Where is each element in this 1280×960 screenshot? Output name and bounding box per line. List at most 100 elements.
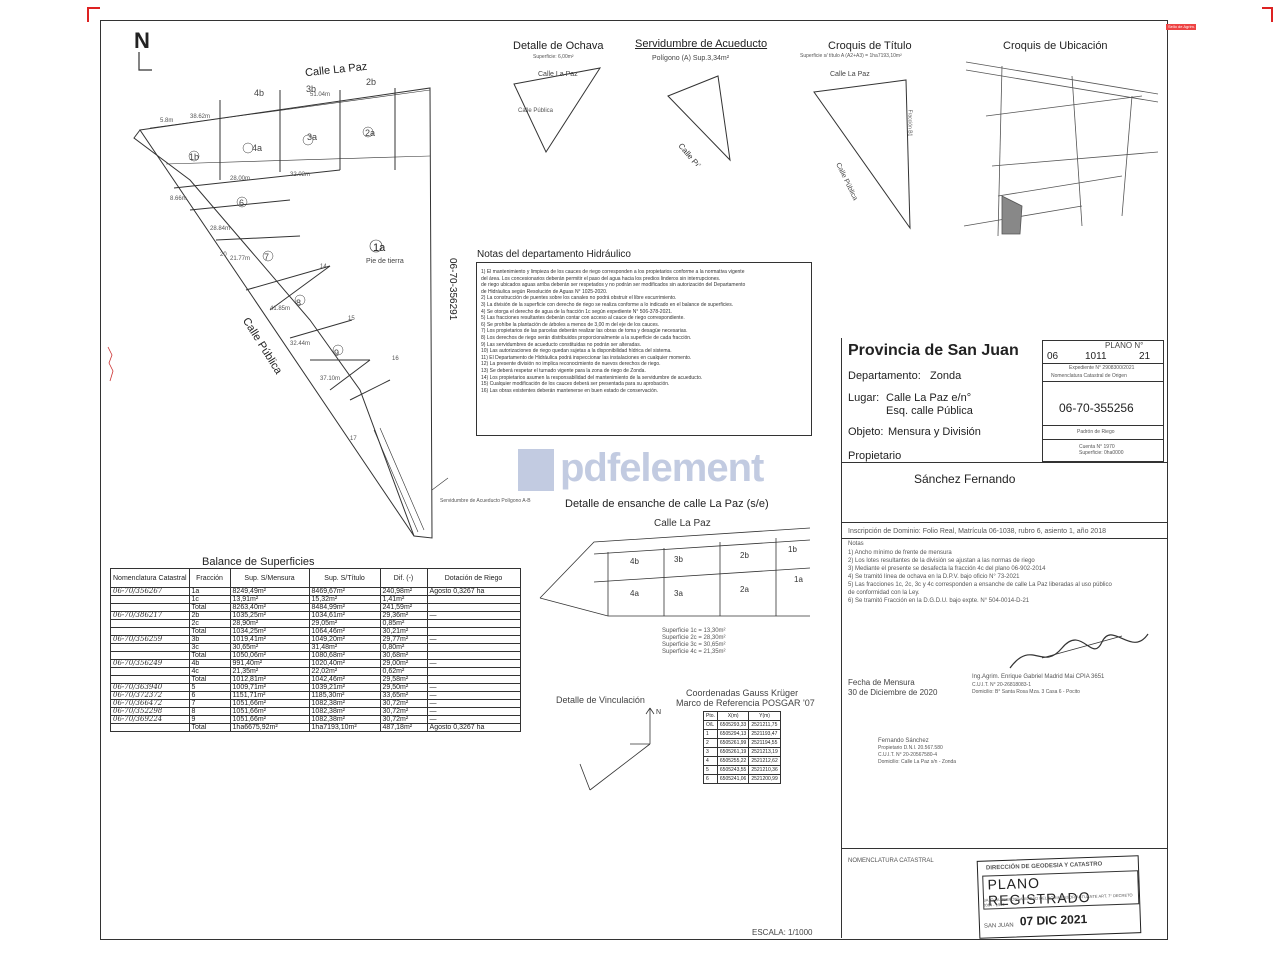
balance-cell — [110, 619, 190, 628]
balance-cell: — — [426, 635, 521, 644]
coords-cell: 6 — [703, 774, 718, 784]
svg-text:3b: 3b — [674, 555, 683, 564]
plano-label: PLANO N° — [1105, 341, 1144, 350]
balance-header: Sup. S/Mensura — [229, 568, 310, 588]
coords-cell: O/L — [703, 720, 718, 730]
coords-cell: 2521193,47 — [748, 729, 781, 739]
nomenclature-vertical: 06-70-356291 — [447, 258, 458, 321]
croquis-ubicacion-map — [963, 61, 1159, 237]
svg-text:14: 14 — [320, 264, 327, 270]
balance-title: Balance de Superficies — [202, 556, 315, 568]
balance-cell: 1080,68m² — [308, 651, 381, 660]
svg-text:Calle La Paz: Calle La Paz — [830, 71, 870, 78]
balance-cell: — — [426, 707, 521, 716]
note-line: de Hidráulica según Resolución de Aguas … — [481, 288, 608, 295]
coords-header: Pto. — [703, 711, 718, 721]
svg-text:Calle Pública: Calle Pública — [518, 108, 554, 114]
balance-cell: Agosto 0,3267 ha — [426, 587, 521, 596]
balance-cell: 29,05m² — [308, 619, 381, 628]
propietario-firma: Fernando Sánchez — [878, 738, 929, 744]
nomenclatura-catastral: 06-70-355256 — [1059, 401, 1134, 415]
note-line: 15) Cualquier modificación de los cauces… — [481, 381, 670, 388]
balance-cell: 5 — [188, 683, 231, 692]
north-label: N — [134, 28, 150, 53]
croquis-titulo-title: Croquis de Título — [828, 40, 912, 52]
vinculacion-drawing: N — [579, 707, 661, 791]
province-title: Provincia de San Juan — [848, 342, 1019, 359]
balance-header: Dif. (-) — [379, 568, 428, 588]
pdfelement-logo-icon — [518, 449, 554, 492]
coords-cell: 2521210,36 — [748, 765, 781, 775]
expediente-sub: Nomenclatura Catastral de Origen — [1051, 373, 1127, 379]
expediente: Expediente N° 2908300/2021 — [1069, 365, 1135, 371]
balance-cell: 1039,21m² — [308, 683, 381, 692]
ochava-drawing: Calle La Paz Calle Pública — [513, 67, 602, 154]
balance-cell: 991,40m² — [229, 659, 310, 668]
balance-cell: — — [426, 715, 521, 724]
balance-cell: 1051,66m² — [229, 699, 310, 708]
propietario-label: Propietario — [848, 450, 902, 462]
balance-cell: 241,59m² — [379, 603, 428, 612]
parcel-label: 4a — [252, 143, 263, 153]
note-line: 14) Los propietarios asumen la responsab… — [481, 374, 703, 381]
balance-header: Fracción — [188, 568, 231, 588]
svg-text:16: 16 — [392, 356, 399, 362]
cuenta: Cuenta N° 1970 — [1079, 444, 1115, 450]
balance-cell: 487,18m² — [379, 723, 428, 732]
balance-cell — [426, 643, 521, 652]
coords-header: Y(m) — [748, 711, 781, 721]
ensanche-title: Detalle de ensanche de calle La Paz (s/e… — [565, 498, 769, 510]
balance-cell: 4c — [188, 667, 231, 676]
title-block: Provincia de San Juan PLANO N° 06 1011 2… — [841, 338, 1167, 939]
svg-text:28.84m: 28.84m — [210, 226, 230, 232]
margin-red-mark — [107, 346, 114, 382]
balance-cell: Total — [188, 603, 231, 612]
note-line: 2) La construcción de puentes sobre los … — [481, 295, 677, 302]
svg-text:2b: 2b — [740, 551, 749, 560]
note-line: 1) El mantenimiento y limpieza de los ca… — [481, 269, 745, 275]
balance-cell: 22,02m² — [308, 667, 381, 676]
note-line: 8) Los derechos de riego serán distribui… — [481, 334, 692, 341]
padron-riego: Padrón de Riego — [1077, 429, 1115, 435]
balance-cell: 240,98m² — [379, 587, 428, 596]
balance-cell: 1020,40m² — [308, 659, 381, 668]
coords-cell: 1 — [703, 729, 718, 739]
balance-cell: 13,91m² — [229, 595, 310, 604]
svg-text:28.00m: 28.00m — [230, 176, 250, 182]
note-line: 9) Las servidumbres de acueducto constit… — [481, 341, 642, 348]
svg-text:Calle La Paz: Calle La Paz — [654, 518, 711, 529]
balance-cell: 1185,30m² — [308, 691, 381, 700]
balance-cell: 21,35m² — [229, 667, 310, 676]
balance-cell: 1050,06m² — [229, 651, 310, 660]
balance-cell: Total — [188, 675, 231, 684]
top-right-tag: Sello de Agrim. — [1168, 24, 1195, 29]
svg-text:21.77m: 21.77m — [230, 256, 250, 262]
parcel-label-1a: 1a — [373, 242, 386, 254]
balance-cell: 8263,40m² — [229, 603, 310, 612]
balance-cell: Total — [188, 627, 231, 636]
note-line: 6) Se prohíbe la plantación de árboles a… — [481, 321, 660, 328]
plan-sheet-border — [100, 20, 1168, 940]
hydraulic-notes-list: 1) El mantenimiento y limpieza de los ca… — [481, 269, 807, 394]
coords-cell: 2521212,62 — [748, 756, 781, 766]
propietario-cuit: C.U.I.T. N° 20-20567580-4 — [878, 752, 937, 758]
hydraulic-notes-title: Notas del departamento Hidráulico — [477, 249, 631, 260]
svg-text:2a: 2a — [740, 585, 749, 594]
svg-text:17: 17 — [350, 436, 357, 442]
coords-cell: 3 — [703, 747, 718, 757]
balance-cell: 1051,66m² — [229, 707, 310, 716]
balance-cell: — — [426, 691, 521, 700]
plano-part: 1011 — [1085, 351, 1107, 362]
departamento-label: Departamento: — [848, 370, 921, 382]
balance-cell: 0,85m² — [379, 619, 428, 628]
balance-cell: 06-70/356259 — [110, 635, 190, 644]
balance-cell: Total — [188, 651, 231, 660]
